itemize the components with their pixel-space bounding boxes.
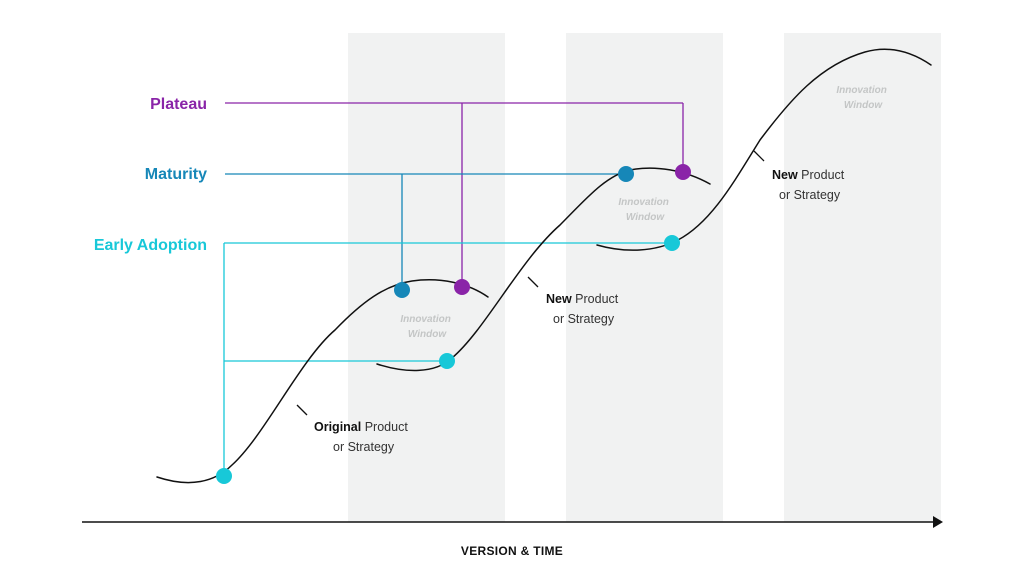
innovation-window-label-1: Innovation Window: [400, 314, 453, 340]
innovation-window-label-3: Innovation Window: [836, 85, 889, 111]
curve-label-ticks: [296, 150, 765, 416]
x-axis-arrowhead: [933, 516, 943, 528]
maturity-label: Maturity: [145, 166, 207, 183]
new-product-label-1: New Product or Strategy: [546, 292, 622, 326]
innovation-window-band-1: [348, 33, 505, 522]
stage-markers: [216, 164, 691, 484]
x-axis-label: VERSION & TIME: [461, 544, 563, 558]
innovation-window-bands: [348, 33, 941, 522]
plateau-dot-1: [454, 279, 470, 295]
early-adoption-dot-1: [216, 468, 232, 484]
new-product-curve-1: [376, 167, 711, 372]
original-curve-tick: [296, 404, 308, 416]
new-curve-1-tick: [527, 276, 539, 288]
plateau-connectors: [225, 102, 684, 287]
x-axis: [82, 516, 943, 528]
early-adoption-dot-2: [439, 353, 455, 369]
early-adoption-dot-3: [664, 235, 680, 251]
new-product-label-2: New Product or Strategy: [772, 168, 848, 202]
maturity-dot-2: [618, 166, 634, 182]
innovation-window-label-2: Innovation Window: [618, 197, 671, 223]
original-product-label: Original Product or Strategy: [314, 420, 411, 454]
innovation-window-band-3: [784, 33, 941, 522]
innovation-window-band-2: [566, 33, 723, 522]
maturity-dot-1: [394, 282, 410, 298]
maturity-connectors: [225, 173, 626, 290]
plateau-dot-2: [675, 164, 691, 180]
new-product-curve-2: [596, 48, 932, 251]
plateau-label: Plateau: [150, 96, 207, 113]
early-adoption-label: Early Adoption: [94, 237, 207, 254]
new-curve-2-tick: [753, 150, 765, 162]
early-adoption-connectors: [223, 242, 672, 476]
innovation-window-labels: Innovation Window Innovation Window Inno…: [400, 85, 889, 340]
